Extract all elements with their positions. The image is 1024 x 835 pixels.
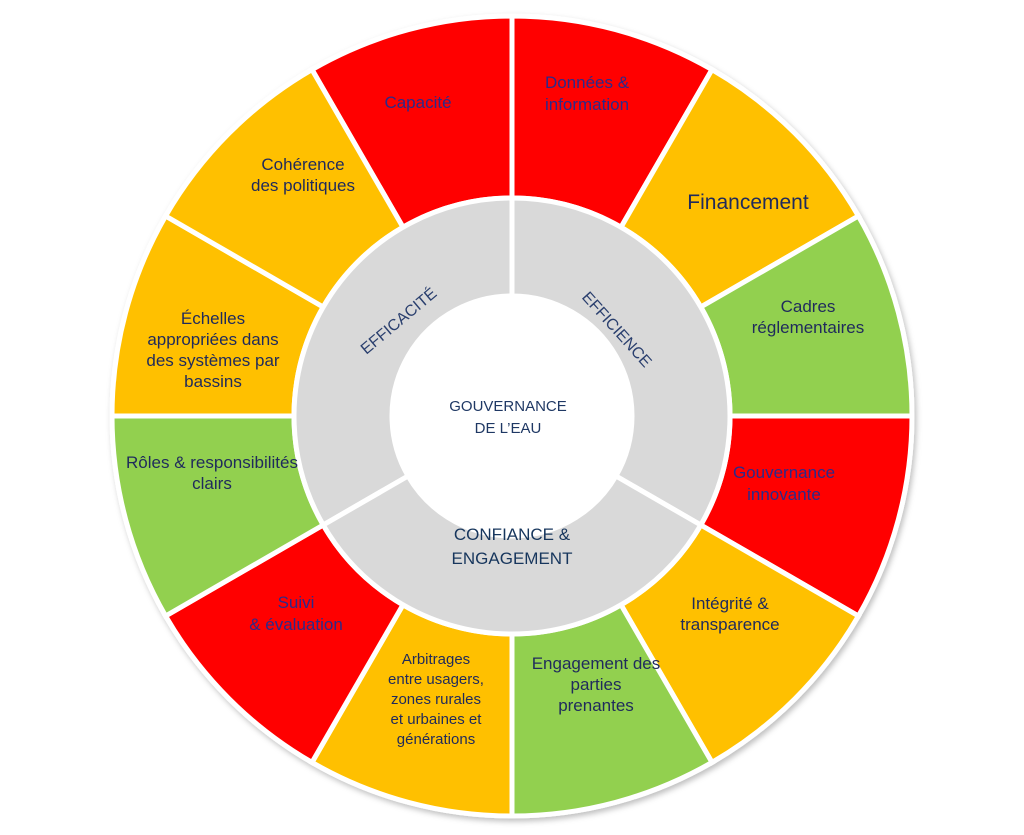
principles-ring [109,13,915,819]
dimension-segment-trust [319,472,705,637]
principle-label-suivi: Suivi& évaluation [249,593,343,634]
principle-label-financement: Financement [687,191,809,214]
dimensions-ring [291,195,733,637]
principle-label-capacite: Capacité [384,93,451,112]
center-core [392,334,632,498]
dimension-label-trust: CONFIANCE &ENGAGEMENT [452,525,573,568]
dimension-segment-efficiency [509,195,733,529]
center-ellipse [392,334,632,498]
principle-label-integrite: Intégrité &transparence [680,594,779,634]
principle-label-donnees: Données &information [545,73,630,114]
dimension-segment-effectiveness [291,195,515,529]
